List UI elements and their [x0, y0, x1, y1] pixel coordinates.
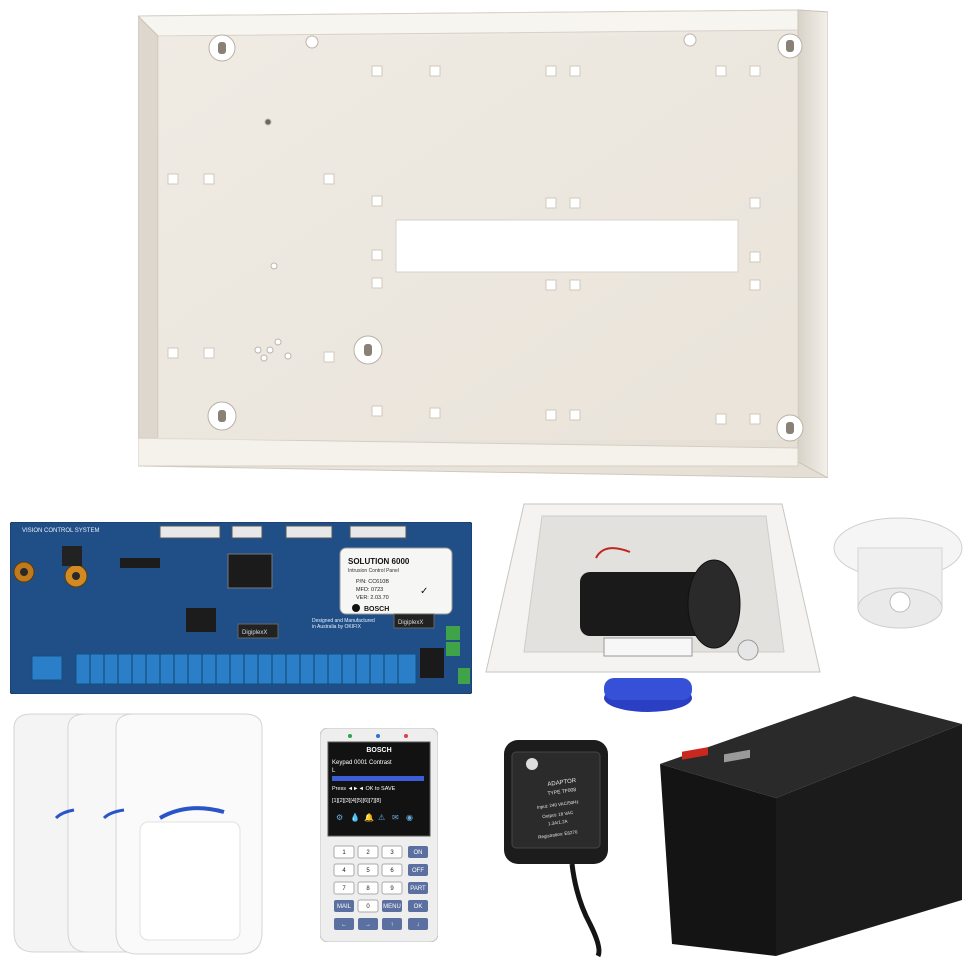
svg-text:✉: ✉ [392, 813, 399, 822]
adaptor-rating: 1.3A/1.2A [548, 819, 568, 827]
key-on: ON [414, 850, 423, 856]
board-made-in-text: Designed and Manufactured [312, 618, 375, 624]
svg-text:🔔: 🔔 [364, 813, 374, 822]
backup-battery [658, 694, 964, 958]
key-6: 6 [390, 868, 394, 874]
adaptor-type: TYPE TF008 [547, 787, 577, 797]
key-2: 2 [366, 850, 370, 856]
keypad-line-1: Keypad 0001 Contrast [332, 760, 392, 766]
key-menu: MENU [383, 904, 401, 910]
key-1: 1 [342, 850, 346, 856]
chip-label-2: DigiplexX [398, 620, 423, 626]
svg-text:💧: 💧 [350, 812, 360, 822]
key-0: 0 [366, 904, 370, 910]
key-3: 3 [390, 850, 394, 856]
keypad-status-line: [1][2][3][4][5][6][7][8] [332, 798, 381, 804]
panel-ver-text: VER: 2.03.70 [356, 595, 389, 601]
panel-label-sticker: SOLUTION 6000 Intrusion Control Panel P/… [339, 547, 453, 615]
lcd-keypad: BOSCH Keypad 0001 Contrast L Press ◄►◄ O… [319, 727, 439, 943]
key-part: PART [410, 886, 426, 892]
key-7: 7 [342, 886, 346, 892]
svg-text:⚠: ⚠ [378, 813, 385, 822]
pir-accent-icon [159, 806, 225, 820]
panel-type-text: Intrusion Control Panel [348, 568, 399, 574]
key-left: ← [341, 922, 347, 928]
board-made-in-text-2: in Australia by OKIFIX [312, 624, 362, 630]
adaptor-input: Input: 240 VAC/50Hz [537, 799, 580, 810]
ceiling-sounder [832, 506, 968, 634]
svg-text:✓: ✓ [420, 586, 428, 597]
key-right: → [365, 922, 371, 928]
adaptor-output: Output: 18 VAC [542, 810, 574, 819]
adaptor-registration: Registration: E6270 [538, 829, 578, 840]
key-5: 5 [366, 868, 370, 874]
metal-enclosure [136, 8, 829, 479]
key-down: ↓ [417, 922, 420, 928]
panel-brand-text: BOSCH [364, 606, 389, 613]
key-8: 8 [366, 886, 370, 892]
key-off: OFF [412, 868, 424, 874]
panel-mfd-text: MFD: 0723 [356, 587, 383, 593]
control-panel-board: VISION CONTROL SYSTEM SOLUTION 6000 Intr… [9, 521, 473, 695]
keypad-keys: 1 2 3 ON 4 5 6 OFF 7 8 9 PART MAIL 0 MEN… [333, 845, 428, 930]
key-ok: OK [414, 904, 423, 910]
battery-terminal-icon [682, 747, 750, 763]
keypad-brand-text: BOSCH [366, 747, 391, 754]
svg-text:⚙: ⚙ [336, 813, 343, 822]
svg-text:◉: ◉ [406, 813, 413, 822]
board-header-text: VISION CONTROL SYSTEM [22, 528, 99, 534]
key-4: 4 [342, 868, 346, 874]
key-mail: MAIL [337, 904, 352, 910]
panel-model-text: SOLUTION 6000 [348, 557, 410, 566]
pir-detectors [12, 712, 264, 956]
panel-pn-text: P/N: CC610B [356, 579, 389, 585]
siren-housing [484, 502, 822, 714]
key-9: 9 [390, 886, 394, 892]
keypad-line-3: Press ◄►◄ OK to SAVE [332, 786, 396, 792]
adaptor-title: ADAPTOR [547, 778, 577, 788]
chip-label-1: DigiplexX [242, 630, 267, 636]
plug-pack-adaptor: ADAPTOR TYPE TF008 Input: 240 VAC/50Hz O… [502, 738, 614, 958]
keypad-line-2: L [332, 768, 336, 774]
key-up: ↑ [391, 922, 394, 928]
